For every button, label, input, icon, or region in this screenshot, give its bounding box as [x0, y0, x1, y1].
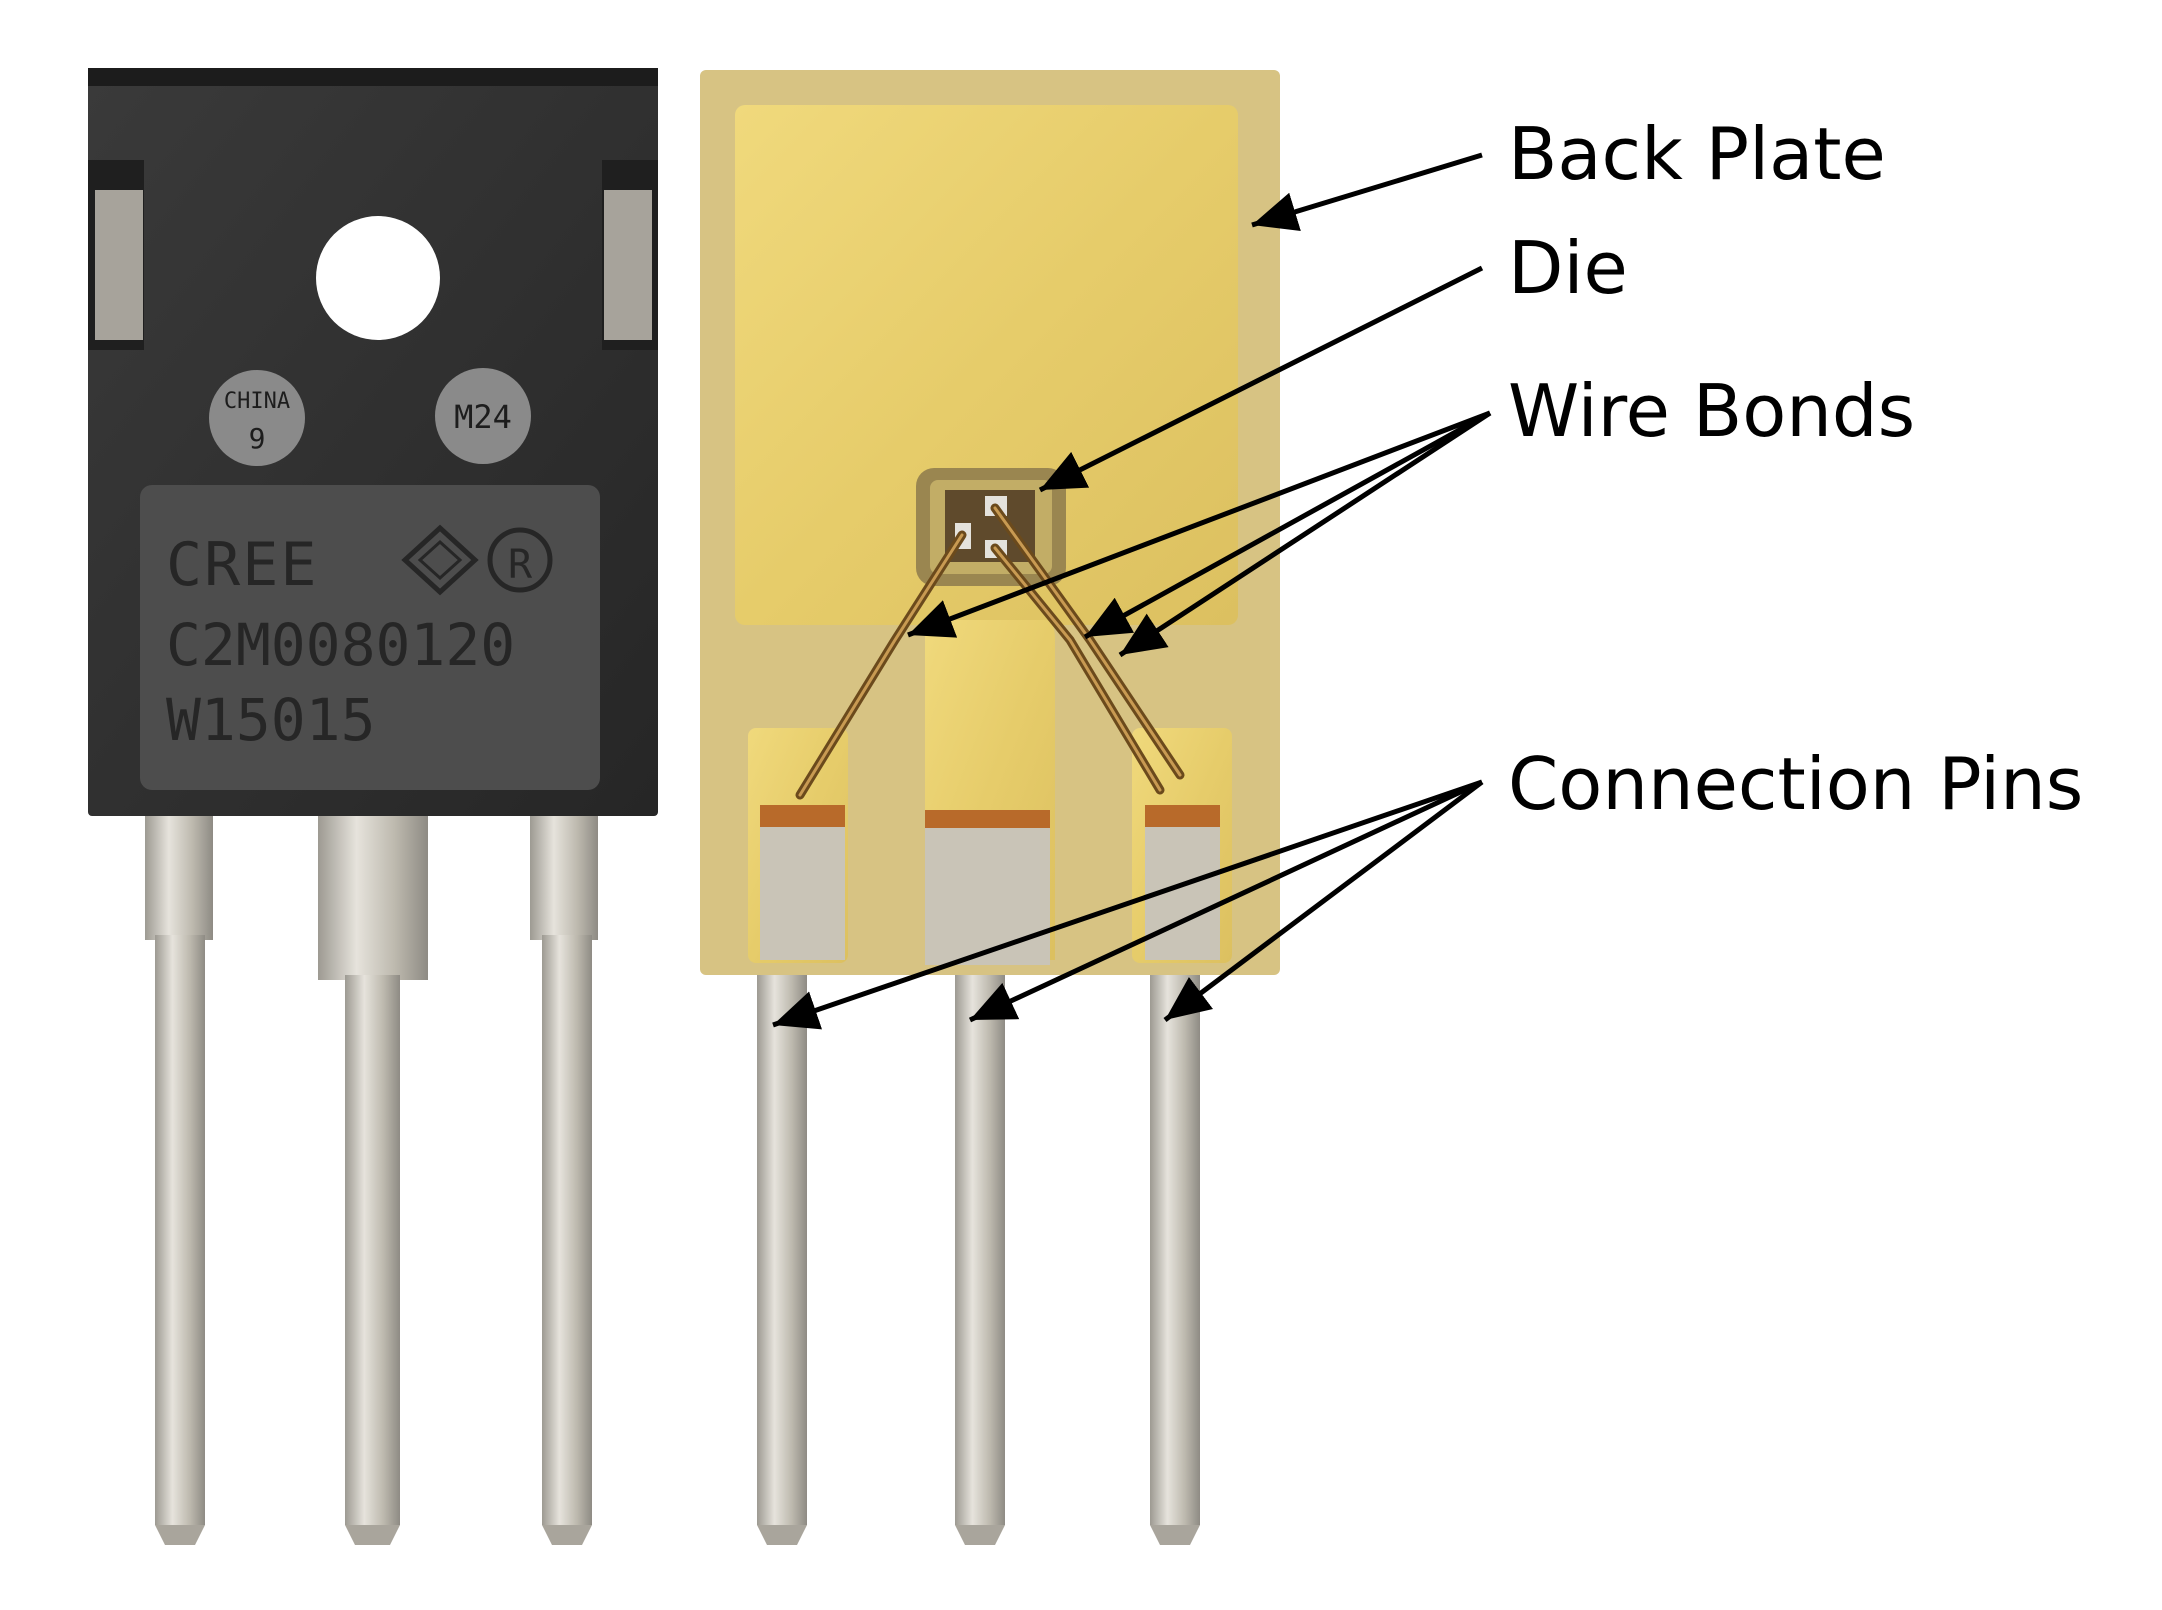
- label-die: Die: [1508, 226, 1628, 310]
- package-side-tabs: [88, 160, 658, 350]
- package-pin-left: [145, 810, 213, 1545]
- package-pins-front: [145, 810, 598, 1545]
- registered-mark-icon: R: [487, 527, 553, 593]
- date-code-mark: M24: [435, 368, 531, 464]
- arrow-pin-1: [772, 779, 1483, 1030]
- origin-mark-number: 9: [249, 422, 266, 455]
- connection-pins: [757, 935, 1200, 1545]
- arrow-wire-bond-2: [1083, 410, 1492, 640]
- label-wire-bonds: Wire Bonds: [1508, 369, 1916, 453]
- to247-package-front: CHINA 9 M24 CREE R C2M0080120 W15015: [88, 68, 658, 1545]
- label-back-plate: Back Plate: [1508, 112, 1886, 196]
- brand-text: CREE: [166, 530, 319, 600]
- arrow-wire-bond-3: [1118, 410, 1492, 658]
- arrow-die: [1038, 265, 1484, 493]
- arrow-pin-2: [968, 779, 1484, 1023]
- connection-pin-center: [955, 935, 1005, 1545]
- origin-mark: CHINA 9: [209, 370, 305, 466]
- lot-code-text: W15015: [166, 686, 376, 754]
- part-number-text: C2M0080120: [166, 611, 515, 679]
- callout-arrows: [772, 152, 1492, 1030]
- wire-bonds: [795, 503, 1185, 800]
- marking-panel: [140, 485, 600, 790]
- package-pin-right: [530, 810, 598, 1545]
- origin-mark-text: CHINA: [224, 389, 290, 414]
- connection-pin-right: [1150, 935, 1200, 1545]
- arrow-wire-bond-1: [907, 410, 1491, 638]
- mounting-hole: [316, 216, 440, 340]
- connection-pin-left: [757, 935, 807, 1545]
- package-pin-center: [318, 810, 428, 1545]
- arrow-pin-3: [1163, 780, 1484, 1022]
- opened-package: [700, 70, 1280, 1545]
- svg-text:R: R: [508, 542, 533, 588]
- brand-logo-icon: [401, 524, 479, 596]
- date-code-text: M24: [454, 398, 512, 436]
- arrow-back-plate: [1251, 152, 1483, 232]
- back-plate: [735, 105, 1238, 625]
- label-connection-pins: Connection Pins: [1508, 742, 2084, 826]
